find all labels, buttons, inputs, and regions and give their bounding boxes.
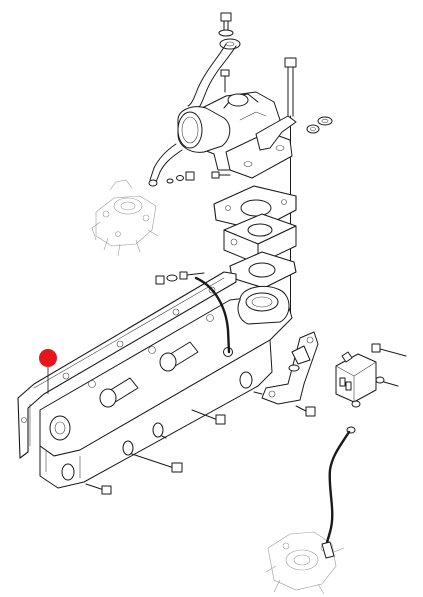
bracket-bolt [295, 405, 316, 417]
manifold-bolt [253, 391, 263, 395]
manifold-stud [155, 271, 205, 285]
starter-ghost [265, 531, 345, 595]
manifold-bolt [191, 409, 226, 425]
lower-gasket [229, 251, 297, 289]
relay-bolt [375, 376, 399, 387]
mounting-bracket [261, 331, 319, 405]
ground-cable [321, 426, 356, 559]
thermostat-housing [177, 91, 297, 179]
manifold-bolt [85, 483, 112, 495]
small-screw [220, 69, 230, 93]
washer [317, 116, 333, 126]
manifold-bolt [131, 453, 183, 473]
bracket-nut [288, 364, 300, 372]
small-screw [166, 171, 195, 184]
top-bolt [218, 12, 234, 37]
long-bolt [284, 57, 297, 317]
highlight-marker[interactable] [39, 349, 57, 367]
washer [306, 124, 320, 134]
relay-module [335, 351, 377, 403]
small-screw [211, 171, 231, 179]
relay-bolt [371, 343, 407, 357]
relay-nut [351, 400, 361, 408]
manifold-bolt [161, 435, 167, 439]
breather-wire [194, 276, 231, 354]
banjo-fitting [219, 38, 241, 50]
fuel-pump-ghost [91, 179, 159, 257]
